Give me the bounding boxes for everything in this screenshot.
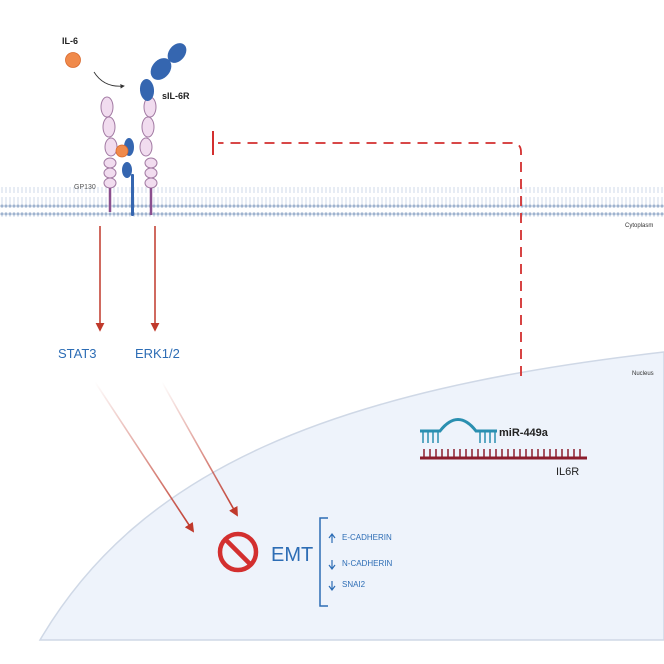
mirna-449a bbox=[420, 418, 497, 443]
emt-marker-list: E-CADHERIN N-CADHERIN SNAI2 bbox=[328, 533, 392, 591]
il6-label: IL-6 bbox=[62, 36, 78, 46]
cytoplasm-label: Cytoplasm bbox=[625, 223, 653, 229]
emt-label: EMT bbox=[271, 544, 313, 566]
il6-icon bbox=[65, 52, 81, 68]
erk-label: ERK1/2 bbox=[135, 346, 180, 361]
marker-arrow-down bbox=[328, 560, 336, 570]
gp130-label: GP130 bbox=[74, 184, 96, 191]
emt-marker-label: E-CADHERIN bbox=[342, 533, 392, 542]
sil6r-label: sIL-6R bbox=[162, 91, 190, 101]
gp130-receptor-right bbox=[139, 96, 158, 189]
il6r-mrna bbox=[420, 449, 587, 460]
il6-bound-icon bbox=[115, 144, 129, 158]
nucleus-label: Nucleus bbox=[632, 371, 654, 377]
binding-arrow bbox=[93, 71, 125, 89]
plasma-membrane bbox=[0, 187, 664, 217]
dashed-inhibition-line bbox=[218, 142, 522, 376]
marker-bracket bbox=[319, 517, 328, 607]
marker-arrow-up bbox=[328, 533, 336, 543]
arrow-erk-to-emt bbox=[161, 381, 238, 517]
gp130-receptor-left bbox=[100, 96, 118, 189]
mirna-label: miR-449a bbox=[499, 427, 549, 439]
marker-arrow-down bbox=[328, 581, 336, 591]
nucleus bbox=[38, 351, 664, 641]
stat3-label: STAT3 bbox=[58, 346, 97, 361]
emt-marker-label: SNAI2 bbox=[342, 580, 366, 589]
sil6r-icon bbox=[139, 43, 187, 101]
inhibition-icon bbox=[217, 531, 259, 573]
emt-marker-label: N-CADHERIN bbox=[342, 559, 392, 568]
arrow-stat3-to-emt bbox=[94, 381, 195, 533]
il6r-label: IL6R bbox=[556, 466, 579, 478]
